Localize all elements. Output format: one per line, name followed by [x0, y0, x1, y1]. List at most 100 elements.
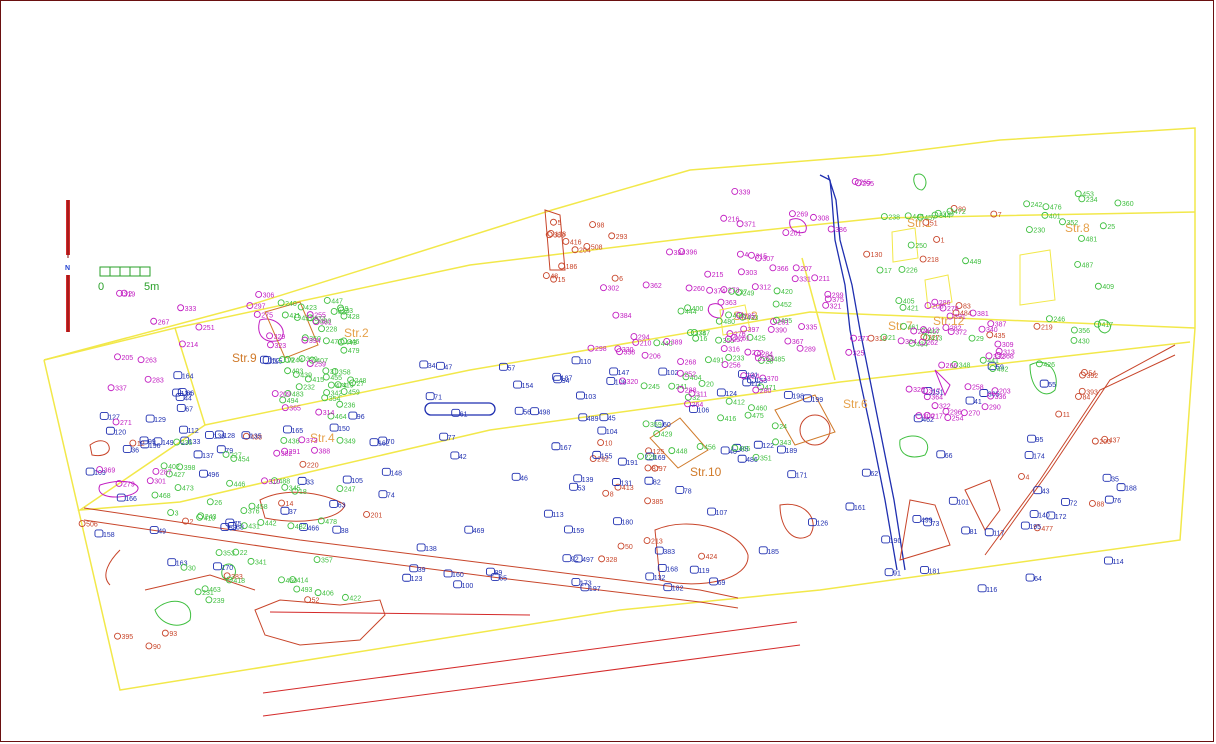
blue-feature-151: 151: [923, 386, 944, 396]
magenta-feature-label: 394: [309, 338, 321, 345]
blue-feature-label: 151: [932, 389, 944, 396]
red-feature-97: 97: [651, 464, 667, 473]
blue-feature-498: 498: [530, 407, 550, 417]
magenta-feature-shape: [969, 309, 977, 317]
magenta-feature-261: 261: [730, 333, 750, 342]
blue-feature-label: 158: [103, 532, 115, 539]
magenta-feature-label: 261: [738, 335, 750, 342]
blue-feature-167: 167: [551, 442, 572, 452]
blue-feature-label: 62: [870, 471, 878, 478]
green-feature-shape: [284, 367, 292, 375]
magenta-feature-260: 260: [685, 284, 705, 293]
blue-feature-shape: [658, 367, 668, 376]
magenta-feature-shape: [96, 466, 104, 474]
blue-feature-shape: [262, 356, 272, 365]
blue-feature-shape: [543, 509, 553, 518]
green-feature-shape: [642, 420, 650, 428]
magenta-feature-label: 369: [104, 468, 116, 475]
magenta-feature-label: 282: [950, 326, 962, 333]
magenta-feature-shape: [784, 337, 792, 345]
magenta-feature-shape: [721, 361, 729, 369]
green-feature-shape: [327, 381, 335, 389]
blue-feature-shape: [329, 423, 339, 432]
magenta-feature-label: 325: [853, 350, 865, 357]
magenta-feature-shape: [942, 324, 950, 332]
magenta-feature-277: 277: [850, 334, 870, 343]
blue-feature-shape: [617, 457, 627, 466]
green-feature-shape: [232, 548, 240, 556]
blue-feature-shape: [1020, 521, 1030, 530]
red-feature-shape: [644, 497, 652, 505]
green-feature-400: 400: [684, 304, 703, 313]
scale-bar: 0 5m: [98, 266, 159, 293]
magenta-feature-shape: [796, 344, 804, 352]
green-feature-shape: [904, 212, 912, 220]
blue-feature-label: 47: [444, 364, 452, 371]
green-feature-359: 359: [642, 420, 662, 429]
green-feature-241: 241: [668, 382, 688, 391]
magenta-feature-label: 277: [858, 336, 870, 343]
red-feature-477: 477: [1033, 524, 1053, 533]
green-feature-377: 377: [306, 314, 326, 323]
magenta-feature-382: 382: [273, 449, 293, 458]
blue-feature-shape: [153, 437, 163, 446]
green-feature-label: 459: [348, 390, 360, 397]
blue-feature-label: 131: [620, 480, 632, 487]
blue-feature-shape: [984, 528, 994, 537]
red-feature-484: 484: [952, 309, 972, 318]
magenta-feature-shape: [740, 372, 748, 380]
magenta-feature-shape: [854, 179, 862, 187]
green-feature-label: 351: [760, 455, 772, 462]
green-feature-416: 416: [717, 414, 736, 423]
green-feature-label: 399: [306, 357, 318, 364]
red-feature-label: 4: [1026, 474, 1030, 481]
blue-feature-label: 112: [188, 428, 199, 435]
green-feature-404: 404: [682, 373, 702, 382]
magenta-feature-label: 397: [748, 327, 760, 334]
blue-feature-85: 85: [732, 443, 749, 453]
blue-feature-label: 49: [158, 529, 166, 536]
blue-feature-shape: [787, 470, 797, 479]
blue-feature-label: 160: [452, 572, 464, 579]
red-feature-shape: [1091, 437, 1099, 445]
green-feature-shape: [205, 596, 213, 604]
blue-feature-shape: [758, 546, 768, 555]
blue-feature-shape: [689, 405, 699, 413]
blue-feature-73: 73: [923, 518, 939, 528]
blue-feature-shape: [204, 431, 214, 439]
blue-feature-189: 189: [777, 445, 797, 455]
magenta-feature-shape: [253, 310, 261, 318]
blue-feature-101: 101: [948, 496, 969, 506]
magenta-feature-285: 285: [736, 311, 755, 320]
red-feature-shape: [644, 464, 652, 472]
blue-feature-shape: [172, 388, 182, 397]
green-feature-shape: [951, 361, 959, 368]
red-feature-shape: [278, 499, 286, 507]
blue-feature-163: 163: [167, 558, 188, 568]
magenta-feature-label: 207: [800, 266, 812, 273]
magenta-feature-296: 296: [942, 407, 962, 416]
magenta-feature-321: 321: [822, 301, 841, 310]
magenta-feature-shape: [752, 386, 760, 394]
blue-feature-label: 66: [945, 453, 953, 460]
green-feature-label: 3: [175, 511, 179, 518]
blue-feature-196: 196: [140, 440, 161, 450]
green-feature-shape: [773, 287, 781, 295]
green-feature-label: 479: [348, 348, 360, 355]
magenta-feature-label: 276: [734, 332, 746, 339]
magenta-feature-shape: [717, 298, 725, 306]
magenta-feature-label: 281: [778, 320, 790, 327]
green-feature-label: 494: [287, 398, 299, 405]
blue-feature-label: 148: [390, 470, 402, 477]
magenta-feature-shape: [720, 286, 728, 294]
magenta-feature-label: 253: [762, 356, 774, 363]
green-feature-label: 432: [338, 309, 350, 316]
magenta-feature-shape: [684, 400, 692, 408]
blue-feature-shape: [913, 414, 923, 423]
magenta-feature-shape: [730, 333, 738, 341]
magenta-feature-shape: [827, 225, 835, 233]
green-feature-label: 490: [320, 319, 332, 326]
green-feature-235: 235: [173, 438, 193, 447]
red-feature-label: 201: [371, 512, 383, 519]
